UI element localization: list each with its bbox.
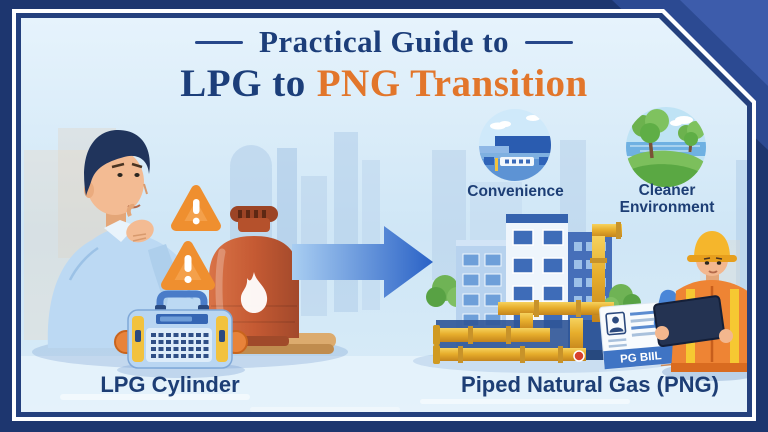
corner-accent-band-inner — [680, 0, 768, 86]
environment-badge-icon — [626, 107, 706, 187]
transition-arrow — [292, 226, 433, 298]
bill-sign-label: PG BIIL — [620, 350, 662, 366]
flame-icon — [240, 272, 268, 313]
technician-illustration — [653, 231, 747, 381]
title-line-1: Practical Guide to — [21, 24, 747, 60]
title-text-line1: Practical Guide to — [258, 24, 510, 59]
title-dash-right — [525, 40, 574, 44]
warning-icon-1 — [171, 185, 221, 231]
convenience-badge-label: Convenience — [467, 183, 564, 200]
png-caption: Piped Natural Gas (PNG) — [461, 372, 719, 397]
hard-hat-icon — [694, 231, 730, 258]
title-dash-left — [194, 40, 243, 44]
bill-person-icon — [605, 311, 627, 336]
environment-badge-label: Cleaner Environment — [619, 182, 715, 216]
convenience-badge-icon — [479, 109, 551, 181]
man-hair — [84, 130, 150, 196]
title-text-png: PNG Transition — [316, 62, 588, 105]
pipe-valve-icon — [573, 350, 585, 362]
lpg-cylinder-illustration — [209, 206, 299, 346]
title-text-lpg: LPG to — [180, 62, 306, 105]
lpg-cylinder-caption: LPG Cylinder — [100, 372, 240, 397]
clipboard-tablet — [653, 295, 726, 348]
portable-stove-illustration — [114, 290, 248, 378]
gas-pipes-illustration — [433, 222, 622, 364]
warning-icon-2 — [161, 241, 215, 290]
